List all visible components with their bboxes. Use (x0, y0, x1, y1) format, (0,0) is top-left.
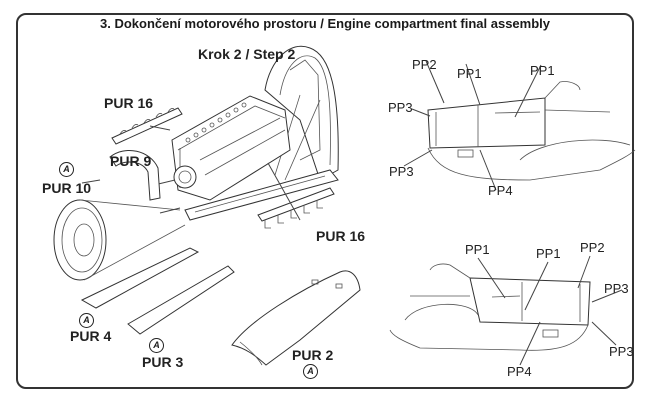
marker-a-pur10: A (59, 162, 74, 177)
label-pur16-top: PUR 16 (104, 95, 154, 111)
top-label-pp2: PP2 (412, 57, 437, 72)
pur16-bottom-part (257, 187, 335, 229)
top-label-pp4: PP4 (488, 183, 513, 198)
pur16-top-part (111, 107, 183, 145)
top-side-view (403, 60, 636, 191)
bottom-label-pp1-b: PP1 (536, 246, 561, 261)
label-pur10: PUR 10 (42, 180, 92, 196)
top-label-pp3-a: PP3 (388, 100, 413, 115)
bottom-side-view (389, 255, 623, 366)
top-label-pp3-b: PP3 (389, 164, 414, 179)
pur3-part (127, 265, 235, 335)
engine-bearer (184, 169, 339, 221)
section-title: 3. Dokončení motorového prostoru / Engin… (99, 16, 551, 31)
leader-lines-left (81, 125, 301, 221)
marker-a-pur2: A (303, 364, 318, 379)
top-label-pp1-a: PP1 (457, 66, 482, 81)
marker-a-pur4: A (79, 313, 94, 328)
label-pur9: PUR 9 (110, 153, 152, 169)
label-pur2: PUR 2 (292, 347, 334, 363)
engine-block (149, 95, 291, 201)
engine-bay-frame (264, 45, 339, 181)
pur4-part (80, 247, 200, 309)
label-pur16-bottom: PUR 16 (316, 228, 366, 244)
pur9-part (109, 150, 161, 201)
bottom-label-pp3-a: PP3 (604, 281, 629, 296)
top-label-pp1-b: PP1 (530, 63, 555, 78)
bottom-label-pp1-a: PP1 (465, 242, 490, 257)
pur2-part (231, 270, 361, 366)
pur10-part (53, 199, 186, 281)
bottom-label-pp4: PP4 (507, 364, 532, 379)
label-pur4: PUR 4 (70, 328, 112, 344)
bottom-label-pp3-b: PP3 (609, 344, 634, 359)
label-pur3: PUR 3 (142, 354, 184, 370)
bottom-label-pp2: PP2 (580, 240, 605, 255)
marker-a-pur3: A (149, 338, 164, 353)
instruction-frame (16, 13, 634, 389)
step-label: Krok 2 / Step 2 (198, 46, 296, 62)
